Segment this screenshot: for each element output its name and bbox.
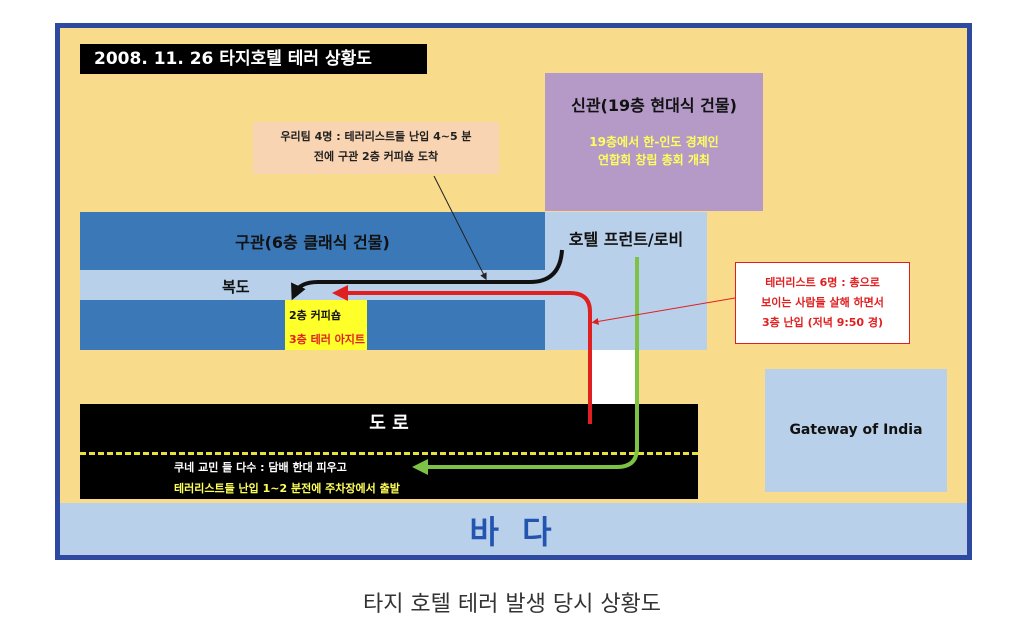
team-route-arrow [291,249,564,301]
old-building-title: 구관(6층 클래식 건물) [235,233,390,252]
figure-caption: 타지 호텔 테러 발생 당시 상황도 [362,592,662,617]
resident-route-arrow [412,257,639,475]
road-note-line2: 테러리스트들 난입 1~2 분전에 주차장에서 출발 [174,482,400,495]
terrorist-note-line1: 테러리스트 6명 : 총으로 [765,276,880,289]
terrorist-note-line2: 보이는 사람들 살해 하면서 [761,296,884,309]
old-building-upper [80,212,545,270]
terrorist-note-line3: 3층 난입 (저녁 9:50 경) [761,316,884,329]
new-building-note-line1: 19층에서 한-인도 경제인 [589,135,719,149]
road-block [80,404,698,499]
gateway-block [765,369,947,492]
terrorist-route-arrow [332,285,592,424]
front-lobby-label: 호텔 프런트/로비 [568,230,684,249]
entrance-gap [591,350,639,404]
sea-block [60,503,967,555]
team-callout-line1: 우리팀 4명 : 테러리스트들 난입 4~5 분 [280,130,472,143]
new-building-note-line2: 연합회 창립 총회 개최 [598,153,710,167]
terrorist-note-pointer [591,297,736,325]
terror-hideout-label: 3층 테러 아지트 [289,333,366,346]
team-callout-line2: 전에 구관 2층 커피숍 도착 [313,150,439,163]
sea-label: 바 다 [469,513,558,551]
front-lobby-block [545,212,707,350]
diagram-title: 2008. 11. 26 타지호텔 테러 상황도 [80,44,427,74]
cafe-block [285,300,367,350]
new-building-block [545,73,763,211]
team-callout: 우리팀 4명 : 테러리스트들 난입 4~5 분 전에 구관 2층 커피숍 도착 [253,122,499,174]
new-building-title: 신관(19층 현대식 건물) [571,96,737,115]
road-center-line [80,452,698,455]
cafe-label: 2층 커피숍 [289,309,341,322]
road-label: 도 로 [369,413,409,434]
new-building-note: 19층에서 한-인도 경제인 연합회 창립 총회 개최 [545,133,763,169]
road-note-line1: 쿠네 교민 들 다수 : 담배 한대 피우고 [174,461,347,474]
terrorist-note: 테러리스트 6명 : 총으로 보이는 사람들 살해 하면서 3층 난입 (저녁 … [735,262,910,344]
corridor-label: 복도 [222,278,250,296]
callout-pointer [433,175,487,281]
gateway-label: Gateway of India [789,422,923,438]
